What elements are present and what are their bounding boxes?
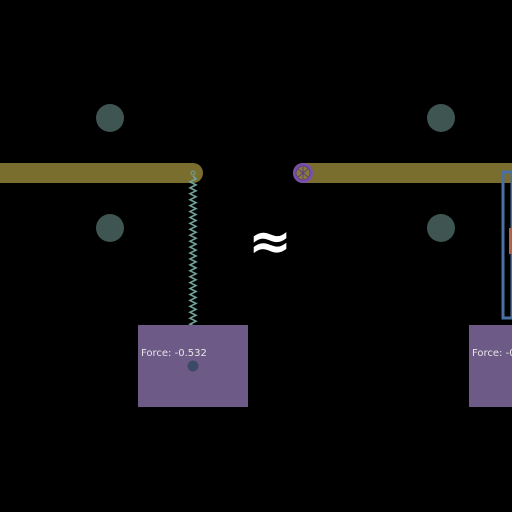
right-rod-highlight bbox=[509, 228, 512, 254]
left-anchor-top bbox=[96, 104, 124, 132]
right-anchor-bottom bbox=[427, 214, 455, 242]
right-mass-block bbox=[469, 325, 512, 407]
right-beam bbox=[293, 163, 512, 183]
left-anchor-bottom bbox=[96, 214, 124, 242]
right-rigid-rod bbox=[501, 170, 512, 320]
right-scene bbox=[293, 104, 512, 407]
left-scene bbox=[0, 104, 248, 407]
left-mass-attachment bbox=[187, 360, 199, 372]
left-force-label: Force: -0.532 bbox=[141, 348, 207, 359]
right-anchor-top bbox=[427, 104, 455, 132]
approximately-equal-icon: ≈ bbox=[248, 212, 292, 272]
left-beam bbox=[0, 163, 203, 183]
left-spring bbox=[188, 170, 198, 341]
right-force-label: Force: -0.532 bbox=[472, 348, 512, 359]
right-pivot-joint bbox=[293, 163, 313, 183]
